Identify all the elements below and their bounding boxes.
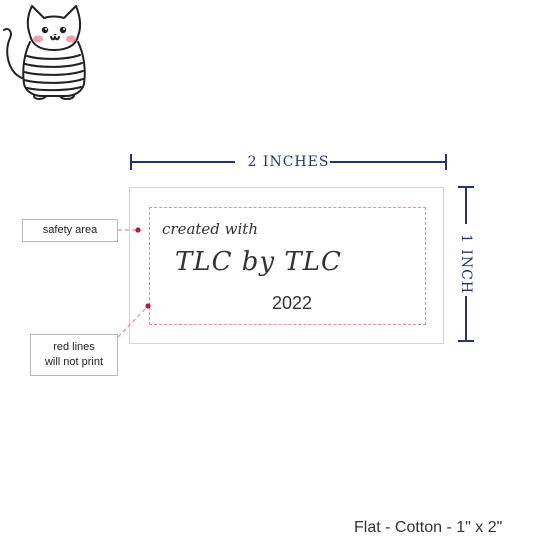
dimension-line-top <box>465 186 467 224</box>
red-lines-callout-line1: red lines <box>53 341 95 353</box>
dimension-line-right <box>330 161 447 163</box>
dimension-cap-right <box>445 154 447 170</box>
safety-area-outline <box>149 207 426 325</box>
label-preview <box>129 187 444 344</box>
red-lines-callout-line2: will not print <box>44 356 104 368</box>
width-label: 2 INCHES <box>247 154 330 170</box>
red-lines-callout: red lines will not print <box>30 334 118 376</box>
label-text-brand: TLC by TLC <box>175 247 342 277</box>
label-text-created-with: created with <box>162 220 258 238</box>
dimension-cap-bottom <box>458 340 474 342</box>
width-dimension: 2 INCHES <box>130 151 447 173</box>
label-text-year: 2022 <box>272 293 313 313</box>
safety-area-callout: safety area <box>22 219 118 242</box>
product-caption: Flat - Cotton - 1" x 2" <box>354 519 503 536</box>
striped-cat-icon <box>3 5 86 100</box>
safety-area-callout-text: safety area <box>42 224 98 236</box>
dimension-line-bottom <box>465 296 467 342</box>
dimension-line-left <box>130 161 235 163</box>
height-dimension: 1 INCH <box>455 186 477 342</box>
